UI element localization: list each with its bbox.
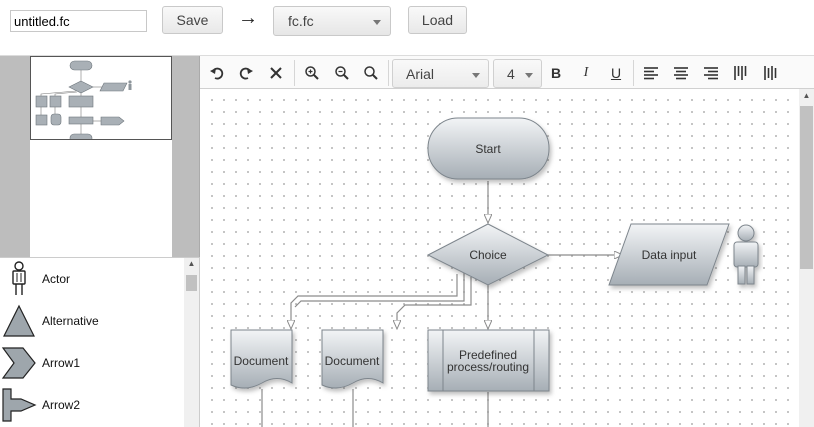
chevron-down-icon [525,73,533,78]
data-input-label: Data input [642,248,697,262]
flowchart: Start Choice Data input Document Documen… [230,117,759,427]
scrollbar-thumb[interactable] [800,106,813,269]
redo-icon[interactable] [233,60,259,86]
shape-item-actor[interactable]: Actor [0,258,184,300]
start-label: Start [475,142,501,156]
overview-panel [0,56,200,257]
shape-item-alternative[interactable]: Alternative [0,300,184,342]
shape-label: Actor [42,272,71,286]
align-middle-icon[interactable] [758,60,784,86]
save-button[interactable]: Save [162,6,223,34]
diagram-canvas[interactable]: Start Choice Data input Document Documen… [201,89,799,427]
load-button[interactable]: Load [408,6,467,34]
notched-arrow-icon [0,384,38,426]
triangle-icon [0,300,38,342]
start-shape[interactable] [427,117,550,180]
overview-empty-area [30,140,172,257]
font-family-value: Arial [406,66,435,82]
font-size-select[interactable]: 4 [493,59,542,88]
toolbar-divider [294,60,295,86]
chevron-down-icon [472,73,480,78]
delete-icon[interactable] [263,60,289,86]
connector-choice-document1 [291,274,458,329]
right-arrow-icon: → [238,7,258,29]
scroll-up-icon[interactable]: ▲ [802,91,811,100]
top-bar: Save → fc.fc Load [0,0,814,56]
overview-thumbnail [35,60,132,139]
undo-icon[interactable] [204,60,230,86]
predefined-process-shape[interactable] [427,329,550,392]
align-center-icon[interactable] [668,60,694,86]
shape-item-arrow1[interactable]: Arrow1 [0,342,184,384]
overview-viewport[interactable] [30,56,172,140]
connector-choice-document2 [397,277,472,329]
shape-label: Arrow1 [42,356,81,370]
align-right-icon[interactable] [698,60,724,86]
shape-item-arrow2[interactable]: Arrow2 [0,384,184,426]
document-label-1: Document [234,354,289,368]
zoom-reset-icon[interactable] [358,60,384,86]
align-left-icon[interactable] [638,60,664,86]
toolbar-divider [633,60,634,86]
choice-label: Choice [469,248,507,262]
document-label-2: Document [325,354,380,368]
connector-choice-document1-outer [294,272,465,308]
data-input-shape[interactable] [608,223,730,286]
align-top-icon[interactable] [728,60,754,86]
scroll-up-icon[interactable]: ▲ [187,259,196,268]
bold-button[interactable]: B [550,65,562,81]
actor-figure[interactable] [733,224,759,285]
zoom-in-icon[interactable] [299,60,325,86]
shape-list: Actor Alternative Arrow1 Arrow2 ▲ [0,257,200,427]
italic-button[interactable]: I [583,65,589,80]
chevron-down-icon [373,20,381,25]
toolbar-divider [388,60,389,86]
zoom-out-icon[interactable] [329,60,355,86]
document-shape-1[interactable] [230,329,293,389]
underline-button[interactable]: U [610,65,622,81]
filename-input[interactable] [10,10,147,32]
choice-shape[interactable] [426,223,550,286]
predefined-label-line1: Predefined [459,348,517,362]
shape-list-scrollbar[interactable]: ▲ [184,258,199,427]
predefined-label-line2: process/routing [447,360,529,374]
chevron-arrow-icon [0,342,38,384]
document-shape-2[interactable] [321,329,384,389]
canvas-scrollbar[interactable]: ▲ [799,89,814,427]
font-family-select[interactable]: Arial [392,59,489,88]
shape-label: Alternative [42,314,99,328]
file-select[interactable]: fc.fc [273,6,391,36]
actor-icon [0,258,38,300]
font-size-value: 4 [507,66,515,82]
format-toolbar: Arial 4 B I U [200,56,814,89]
scrollbar-thumb[interactable] [186,275,197,291]
shape-label: Arrow2 [42,398,81,412]
file-select-value: fc.fc [288,13,314,29]
